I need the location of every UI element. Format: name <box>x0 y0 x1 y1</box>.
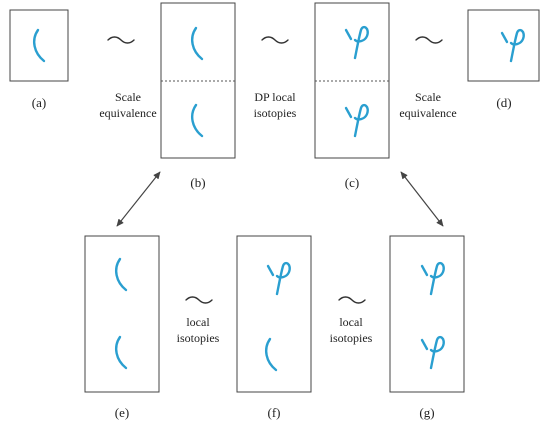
relation-a-b-line1: Scale <box>115 90 141 104</box>
tilde-e-f <box>185 296 213 304</box>
panel-e <box>84 235 160 393</box>
label-a: (a) <box>32 95 46 110</box>
panel-f <box>236 235 312 393</box>
label-c: (c) <box>345 175 359 190</box>
label-e: (e) <box>115 405 129 420</box>
relation-b-c-line2: isotopies <box>254 106 297 120</box>
tilde-f-g <box>338 296 366 304</box>
relation-c-d-line1: Scale <box>415 90 441 104</box>
relation-e-f-line2: isotopies <box>177 331 220 345</box>
panel-g <box>389 235 465 393</box>
relation-b-c-line1: DP local <box>254 90 296 104</box>
relation-a-b-line2: equivalence <box>99 106 156 120</box>
label-g: (g) <box>419 405 434 420</box>
label-d: (d) <box>496 95 511 110</box>
panel-b <box>160 2 236 159</box>
tilde-a-b <box>107 36 135 44</box>
arrow-c-g <box>400 171 444 227</box>
relation-c-d-line2: equivalence <box>399 106 456 120</box>
label-f: (f) <box>268 405 281 420</box>
relation-e-f-line1: local <box>186 315 210 329</box>
tilde-c-d <box>415 36 443 44</box>
panel-c <box>314 2 390 159</box>
relation-f-g-line2: isotopies <box>330 331 373 345</box>
arrow-b-e <box>116 171 161 227</box>
relation-f-g-line1: local <box>339 315 363 329</box>
label-b: (b) <box>190 175 205 190</box>
panel-d <box>467 9 540 82</box>
panel-a <box>9 9 69 82</box>
tilde-b-c <box>261 36 289 44</box>
